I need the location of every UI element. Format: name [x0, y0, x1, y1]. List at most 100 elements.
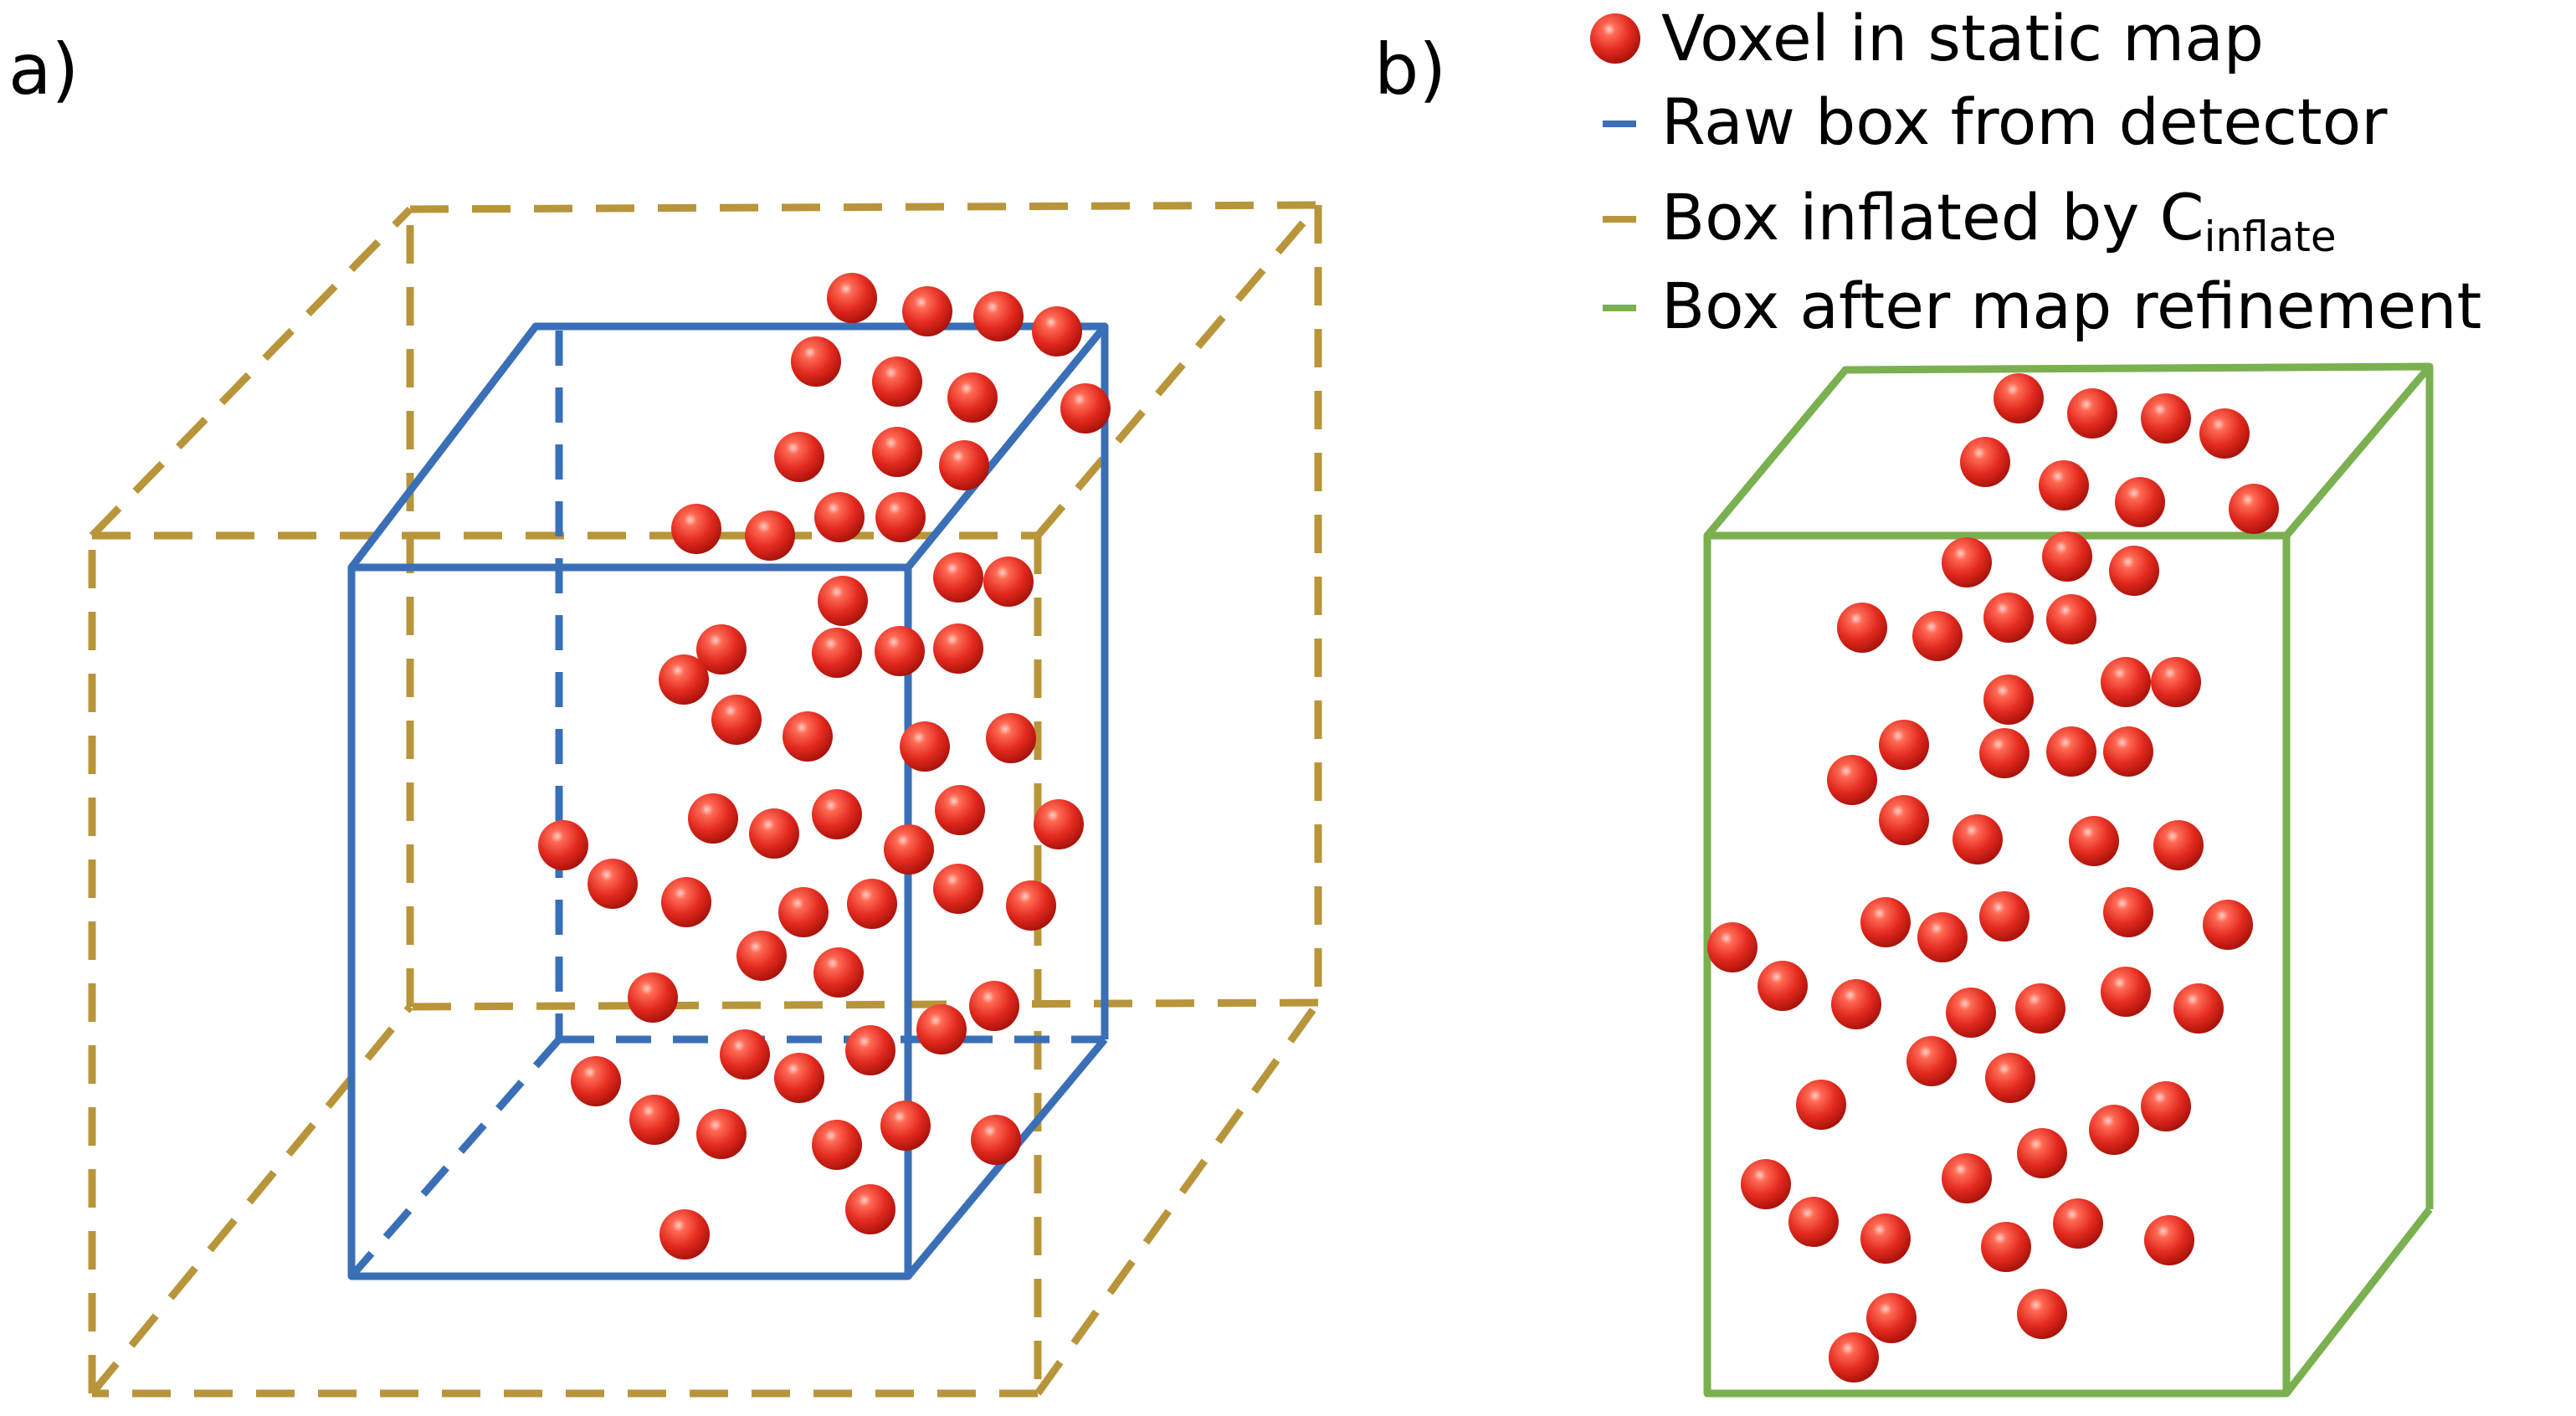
voxel-sphere-icon: [1006, 880, 1056, 931]
voxel-sphere-icon: [659, 654, 709, 705]
voxel-sphere-icon: [1788, 1197, 1839, 1247]
refined-box-top-face: [1704, 362, 2434, 538]
voxel-sphere-icon: [1707, 922, 1758, 972]
panel-b-label: b): [1374, 28, 1446, 110]
voxel-sphere-icon: [2153, 820, 2204, 870]
voxel-sphere-icon: [1831, 979, 1881, 1029]
voxel-sphere-icon: [661, 877, 711, 927]
voxel-sphere-icon: [2101, 657, 2151, 707]
voxel-sphere-icon: [629, 1095, 680, 1145]
voxel-sphere-icon: [2017, 1128, 2067, 1178]
voxel-sphere-icon: [2115, 477, 2165, 527]
voxel-sphere-icon: [818, 576, 868, 626]
voxel-sphere-icon: [812, 1120, 862, 1170]
inflated-box-edge: [89, 1004, 413, 1396]
voxel-sphere-icon: [2046, 726, 2096, 777]
voxel-sphere-icon: [814, 492, 865, 542]
voxel-sphere-icon: [813, 947, 864, 998]
voxel-sphere-icon: [875, 626, 925, 676]
voxel-sphere-icon: [1034, 799, 1084, 849]
voxel-sphere-icon: [783, 711, 833, 762]
raw-box-top-face: [348, 322, 1109, 570]
voxel-sphere-icon: [884, 824, 934, 875]
voxel-sphere-icon: [1983, 675, 2034, 725]
voxel-sphere-icon: [939, 440, 989, 490]
voxel-sphere-icon: [2039, 460, 2089, 510]
voxel-sphere-icon: [875, 492, 926, 542]
voxel-sphere-icon: [2089, 1105, 2139, 1155]
voxel-sphere-icon: [2101, 967, 2151, 1017]
voxel-sphere-icon: [1960, 437, 2010, 487]
voxel-sphere-icon: [2017, 1289, 2067, 1339]
voxel-sphere-icon: [749, 808, 799, 859]
refined-box-front-face: [1703, 531, 2291, 1398]
voxel-sphere-icon: [2141, 1081, 2191, 1131]
voxel-sphere-icon: [2069, 816, 2119, 866]
voxel-sphere-icon: [791, 336, 841, 387]
voxel-sphere-icon: [1829, 1332, 1879, 1383]
voxel-sphere-icon: [1060, 383, 1111, 434]
voxel-sphere-icon: [1866, 1293, 1917, 1343]
voxel-sphere-icon: [812, 628, 862, 678]
voxel-sphere-icon: [628, 972, 678, 1023]
voxel-sphere-icon: [2229, 484, 2279, 534]
voxel-sphere-icon: [2015, 983, 2065, 1034]
voxel-sphere-icon: [916, 1004, 967, 1054]
inflated-box-edge: [1034, 1000, 1321, 1396]
voxel-sphere-icon: [1942, 1153, 1992, 1203]
voxel-sphere-icon: [1917, 912, 1968, 962]
raw-box-hidden-edges: [348, 331, 1105, 1279]
voxel-sphere-icon: [1827, 755, 1877, 805]
panel-b-voxels: [1707, 373, 2279, 1383]
voxel-sphere-icon: [1985, 1053, 2035, 1103]
voxel-sphere-icon: [2067, 388, 2117, 439]
voxel-sphere-icon: [588, 859, 638, 909]
voxel-sphere-icon: [1860, 897, 1911, 947]
voxel-sphere-icon: [778, 887, 829, 937]
inflated-box-edge: [1034, 203, 1321, 538]
voxel-sphere-icon: [933, 552, 983, 603]
voxel-sphere-icon: [720, 1029, 770, 1080]
voxel-sphere-icon: [872, 357, 922, 407]
voxel-sphere-icon: [1983, 593, 2034, 643]
voxel-sphere-icon: [933, 623, 983, 674]
voxel-sphere-icon: [2151, 657, 2201, 707]
legend-refined-text: Box after map refinement: [1661, 269, 2481, 343]
voxel-sphere-icon: [902, 286, 952, 336]
voxel-sphere-icon: [1906, 1036, 1957, 1086]
voxel-sphere-icon: [1912, 611, 1963, 661]
voxel-sphere-icon: [935, 785, 985, 835]
raw-box-hidden-edge: [348, 1037, 562, 1279]
raw-box-front-face: [347, 563, 912, 1280]
voxel-sphere-icon: [2046, 594, 2096, 644]
voxel-sphere-icon: [538, 820, 588, 870]
voxel-sphere-icon: [845, 1025, 895, 1075]
legend-voxel-icon: [1590, 13, 1640, 64]
voxel-sphere-icon: [971, 1115, 1021, 1165]
voxel-sphere-icon: [571, 1056, 621, 1106]
voxel-sphere-icon: [947, 372, 998, 423]
voxel-sphere-icon: [973, 291, 1024, 341]
voxel-sphere-icon: [1979, 891, 2029, 941]
voxel-sphere-icon: [969, 981, 1019, 1031]
voxel-sphere-icon: [688, 793, 738, 844]
voxel-sphere-icon: [1946, 988, 1996, 1038]
voxel-sphere-icon: [845, 1184, 895, 1234]
voxel-sphere-icon: [696, 1109, 747, 1159]
voxel-sphere-icon: [812, 789, 862, 839]
voxel-sphere-icon: [696, 624, 747, 675]
voxel-sphere-icon: [659, 1209, 710, 1260]
voxel-sphere-icon: [745, 510, 795, 561]
legend: Voxel in static map Raw box from detecto…: [1590, 1, 2481, 343]
voxel-sphere-icon: [1741, 1159, 1791, 1209]
voxel-sphere-icon: [1032, 306, 1082, 357]
voxel-sphere-icon: [1879, 795, 1929, 845]
voxel-sphere-icon: [933, 864, 983, 914]
voxel-sphere-icon: [2103, 726, 2153, 777]
voxel-sphere-icon: [1758, 961, 1808, 1011]
voxel-sphere-icon: [1979, 728, 2029, 778]
voxel-sphere-icon: [2109, 546, 2159, 596]
voxel-sphere-icon: [872, 427, 922, 477]
legend-raw-text: Raw box from detector: [1661, 85, 2388, 159]
legend-inflated-text: Box inflated by Cinflate: [1661, 180, 2337, 261]
